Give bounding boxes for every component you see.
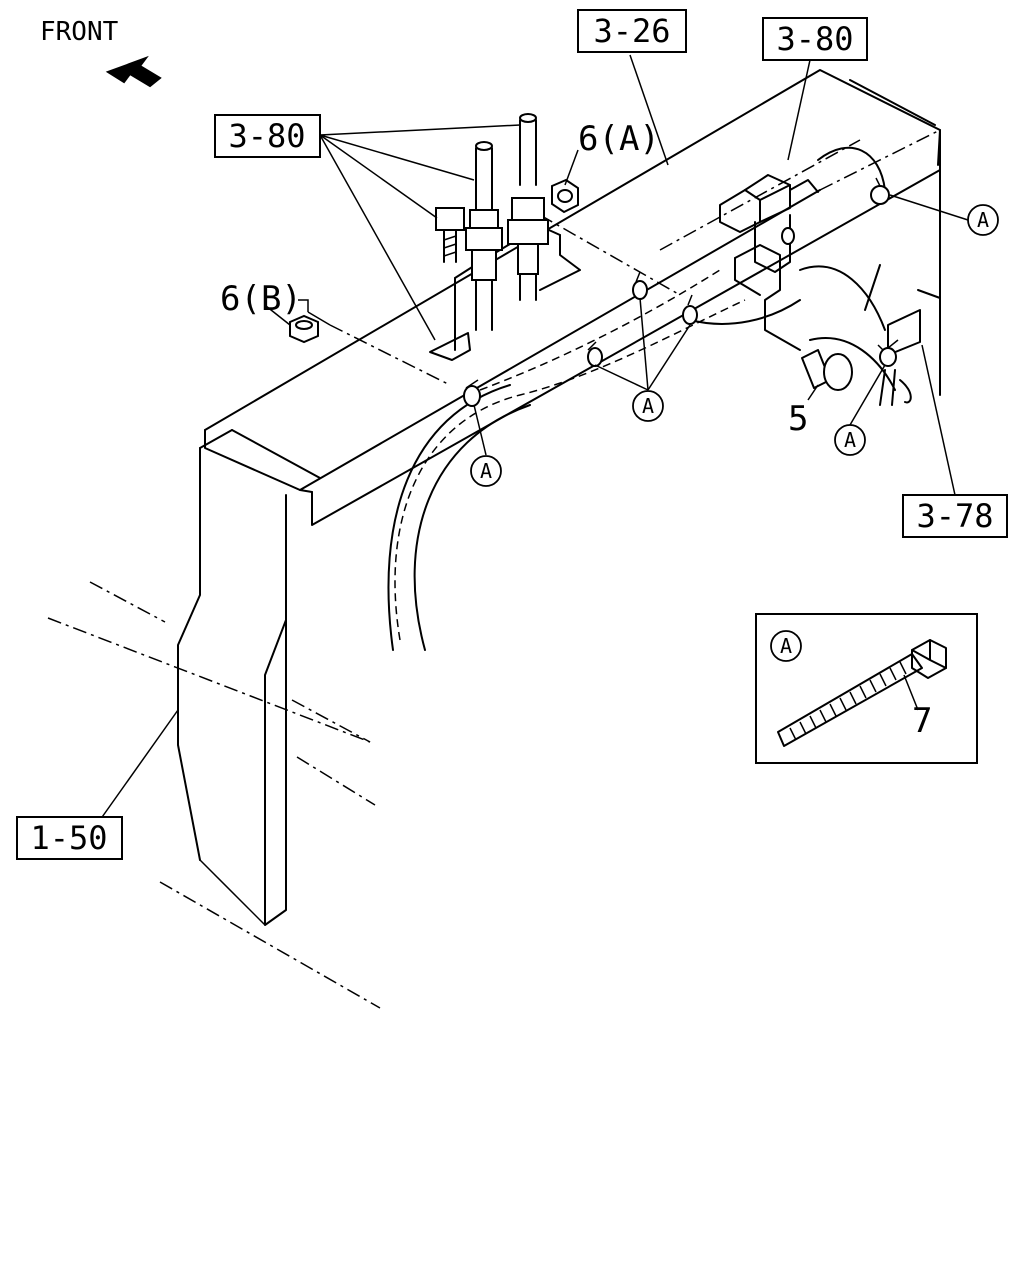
ref-3-80-left[interactable]: 3-80	[214, 114, 321, 158]
part-label-7: 7	[912, 701, 932, 741]
valve-assembly	[719, 146, 886, 273]
pipe-fitting-right	[507, 113, 549, 301]
callout-a-2: A	[632, 390, 664, 422]
detail-box-a: A 7	[755, 613, 978, 764]
pipe-fitting-left	[465, 141, 503, 331]
clip-a-1	[463, 379, 481, 407]
frame-crossmember	[204, 69, 941, 526]
side-rail	[177, 429, 321, 926]
clip-a-3	[587, 341, 603, 367]
clip-a-5	[870, 177, 890, 205]
nut-6b	[289, 314, 319, 344]
ref-3-26[interactable]: 3-26	[577, 9, 687, 53]
ref-1-50[interactable]: 1-50	[16, 816, 123, 860]
ref-3-80-top[interactable]: 3-80	[762, 17, 868, 61]
callout-a-4: A	[834, 424, 866, 456]
svg-text:3-80: 3-80	[776, 20, 853, 58]
cable-tie-icon	[777, 639, 947, 747]
leader-lines	[99, 54, 969, 821]
svg-text:1-50: 1-50	[30, 819, 107, 857]
svg-text:A: A	[977, 208, 989, 232]
part-label-5: 5	[788, 399, 808, 439]
phantom-lines	[47, 129, 941, 1009]
front-arrow-icon	[105, 55, 162, 88]
svg-text:A: A	[480, 459, 492, 483]
callout-a-3: A	[967, 204, 999, 236]
svg-text:A: A	[844, 428, 856, 452]
bolt-5	[801, 349, 853, 391]
svg-text:A: A	[780, 634, 792, 658]
part-label-6a: 6(A)	[578, 119, 660, 159]
bolt-left	[435, 207, 465, 263]
ref-3-78[interactable]: 3-78	[902, 494, 1008, 538]
svg-text:A: A	[642, 394, 654, 418]
bracket-right	[734, 244, 801, 351]
clip-a-2	[632, 271, 648, 300]
bracket-left	[429, 225, 581, 361]
clip-a-6	[879, 339, 899, 367]
svg-text:3-26: 3-26	[593, 12, 670, 50]
svg-text:3-80: 3-80	[228, 117, 305, 155]
front-label: FRONT	[40, 17, 119, 47]
hose-run	[387, 264, 912, 651]
nut-6a	[551, 178, 579, 214]
part-label-6b: 6(B)	[220, 279, 302, 319]
clip-a-4	[682, 294, 698, 325]
svg-text:3-78: 3-78	[916, 497, 993, 535]
callout-a-1: A	[470, 455, 502, 487]
detail-callout-a: A	[770, 630, 802, 662]
